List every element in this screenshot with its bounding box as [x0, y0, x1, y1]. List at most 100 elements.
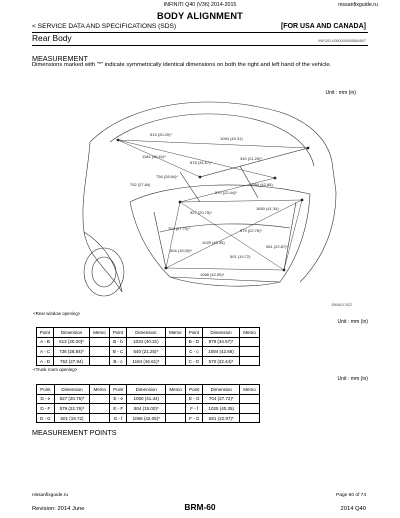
cell: 540 (21.25)*	[126, 346, 166, 357]
col-header: Memo	[88, 327, 110, 338]
trunk-caption: <Trunk room opening>	[33, 367, 78, 372]
cell: E - F	[109, 403, 128, 414]
col-header: Dimension	[202, 327, 240, 338]
cell	[89, 403, 111, 414]
col-header: Memo	[165, 384, 187, 395]
cell: 513 (20.20)*	[53, 336, 90, 348]
cell	[89, 393, 111, 405]
cell: C - D	[184, 355, 204, 367]
fig-label: 570 (22.44)*	[215, 190, 237, 195]
col-header: Point	[185, 384, 204, 395]
subsection-title: Rear Body	[32, 33, 72, 43]
col-header: Memo	[164, 327, 186, 338]
cell	[165, 412, 187, 424]
cell: E - G	[185, 393, 204, 405]
model-line: INFINITI Q40 (V36) 2014-2015	[163, 2, 237, 8]
table-header-row: Point Dimension Memo Point Dimension Mem…	[36, 384, 260, 395]
cell	[238, 355, 261, 367]
site-link[interactable]: nissanfixguide.ru	[338, 2, 378, 8]
col-header: Point	[109, 384, 128, 395]
table-row: D - F 579 (22.76)* E - F 504 (15.00)* F …	[36, 403, 260, 414]
cell	[164, 346, 186, 357]
cell: E - e	[109, 393, 128, 405]
col-header: Point	[108, 327, 128, 338]
section-breadcrumb[interactable]: < SERVICE DATA AND SPECIFICATIONS (SDS)	[32, 23, 177, 30]
footer-page-code: BRM-60	[184, 502, 216, 512]
col-header: Memo	[89, 384, 111, 395]
figure-unit: Unit : mm (in)	[325, 90, 356, 96]
cell	[238, 346, 261, 357]
cell: B - c	[108, 355, 128, 367]
cell	[88, 346, 110, 357]
cell: 704 (27.72)*	[202, 393, 241, 405]
cell: 1050 (41.34)	[126, 393, 167, 405]
footer-revision: Revision: 2014 June	[32, 506, 85, 512]
cell	[165, 393, 187, 405]
col-header: Point	[36, 384, 55, 395]
cell: 1034 (40.31)	[126, 336, 166, 348]
table-header-row: Point Dimension Memo Point Dimension Mem…	[35, 327, 261, 338]
cell	[239, 393, 260, 405]
cell	[239, 412, 260, 424]
fig-label: 736 (28.84)*	[156, 174, 178, 179]
cell: D - e	[36, 393, 55, 405]
table-row: D - G 501 (19.72) E - f 1068 (42.05)* F …	[36, 412, 260, 424]
fig-label: 752 (27.84)	[130, 182, 151, 187]
cell: C - c	[184, 346, 204, 357]
cell: 1025 (40.35)	[202, 403, 241, 414]
footer-site-link[interactable]: nissanfixguide.ru	[32, 493, 68, 498]
footer-page-number: Page 60 of 74	[336, 493, 366, 498]
cell: 736 (28.84)*	[53, 346, 90, 357]
fig-label: 504 (15.00)*	[170, 248, 192, 253]
cell: 1084 (42.68)	[202, 346, 240, 357]
cell: 570 (22.44)*	[202, 355, 240, 367]
table-row: A - D 752 (27.84) B - c 1184 (46.61)* C …	[35, 355, 261, 367]
rear-window-caption: <Rear window opening>	[33, 311, 81, 316]
cell: F - G	[185, 412, 204, 424]
col-header: Dimension	[126, 327, 166, 338]
fig-label: 1068 (42.05)*	[200, 272, 225, 277]
cell	[239, 403, 260, 414]
rear-body-diagram: 513 (20.20)* 1094 (40.31) 1184 (46.61)* …	[82, 101, 337, 297]
trunk-table: Point Dimension Memo Point Dimension Mem…	[36, 384, 260, 424]
info-id: INFOID:0000000008584807	[318, 39, 366, 43]
table-row: A - B 513 (20.20)* B - b 1034 (40.31) B …	[35, 336, 261, 348]
cell: 878 (34.57)*	[202, 336, 240, 348]
fig-label: 579 (22.76)*	[240, 228, 262, 233]
cell: F - f	[185, 403, 204, 414]
col-header: Point	[35, 327, 55, 338]
footer-model: 2014 Q40	[340, 506, 366, 512]
cell	[164, 355, 186, 367]
fig-label: 340 (21.25)*	[240, 156, 262, 161]
cell: D - G	[36, 412, 55, 424]
cell: A - C	[35, 346, 55, 357]
cell: B - D	[184, 336, 204, 348]
fig-label: 704 (27.72)*	[168, 226, 190, 231]
col-header: Point	[184, 327, 204, 338]
fig-label: 513 (20.20)*	[150, 132, 172, 137]
col-header: Dimension	[202, 384, 241, 395]
fig-label: 1184 (46.61)*	[142, 154, 166, 159]
col-header: Dimension	[53, 327, 90, 338]
measurement-points-heading: MEASUREMENT POINTS	[32, 428, 117, 437]
fig-label: 581 (22.87)*	[266, 244, 288, 249]
fig-label: 1650 (41.34)	[256, 206, 279, 211]
fig-label: 527 (20.75)*	[190, 210, 212, 215]
fig-label: 1025 (40.35)	[202, 240, 225, 245]
cell: 1184 (46.61)*	[126, 355, 166, 367]
col-header: Memo	[239, 384, 260, 395]
cell: 527 (20.75)*	[53, 393, 91, 405]
cell: 579 (22.76)*	[53, 403, 91, 414]
fig-label: 878 (34.57)*	[190, 160, 212, 165]
cell: 752 (27.84)	[53, 355, 90, 367]
measurement-heading: MEASUREMENT	[32, 54, 88, 63]
measurement-note: Dimensions marked with "*" indicate symm…	[32, 62, 332, 68]
page-title: BODY ALIGNMENT	[157, 11, 243, 21]
cell	[238, 336, 261, 348]
cell: A - D	[35, 355, 55, 367]
cell	[164, 336, 186, 348]
rear-window-unit: Unit : mm (in)	[337, 319, 368, 325]
fig-label: 1094 (40.31)	[220, 136, 243, 141]
fig-label: 501 (19.72)	[230, 254, 251, 259]
col-header: Dimension	[126, 384, 167, 395]
